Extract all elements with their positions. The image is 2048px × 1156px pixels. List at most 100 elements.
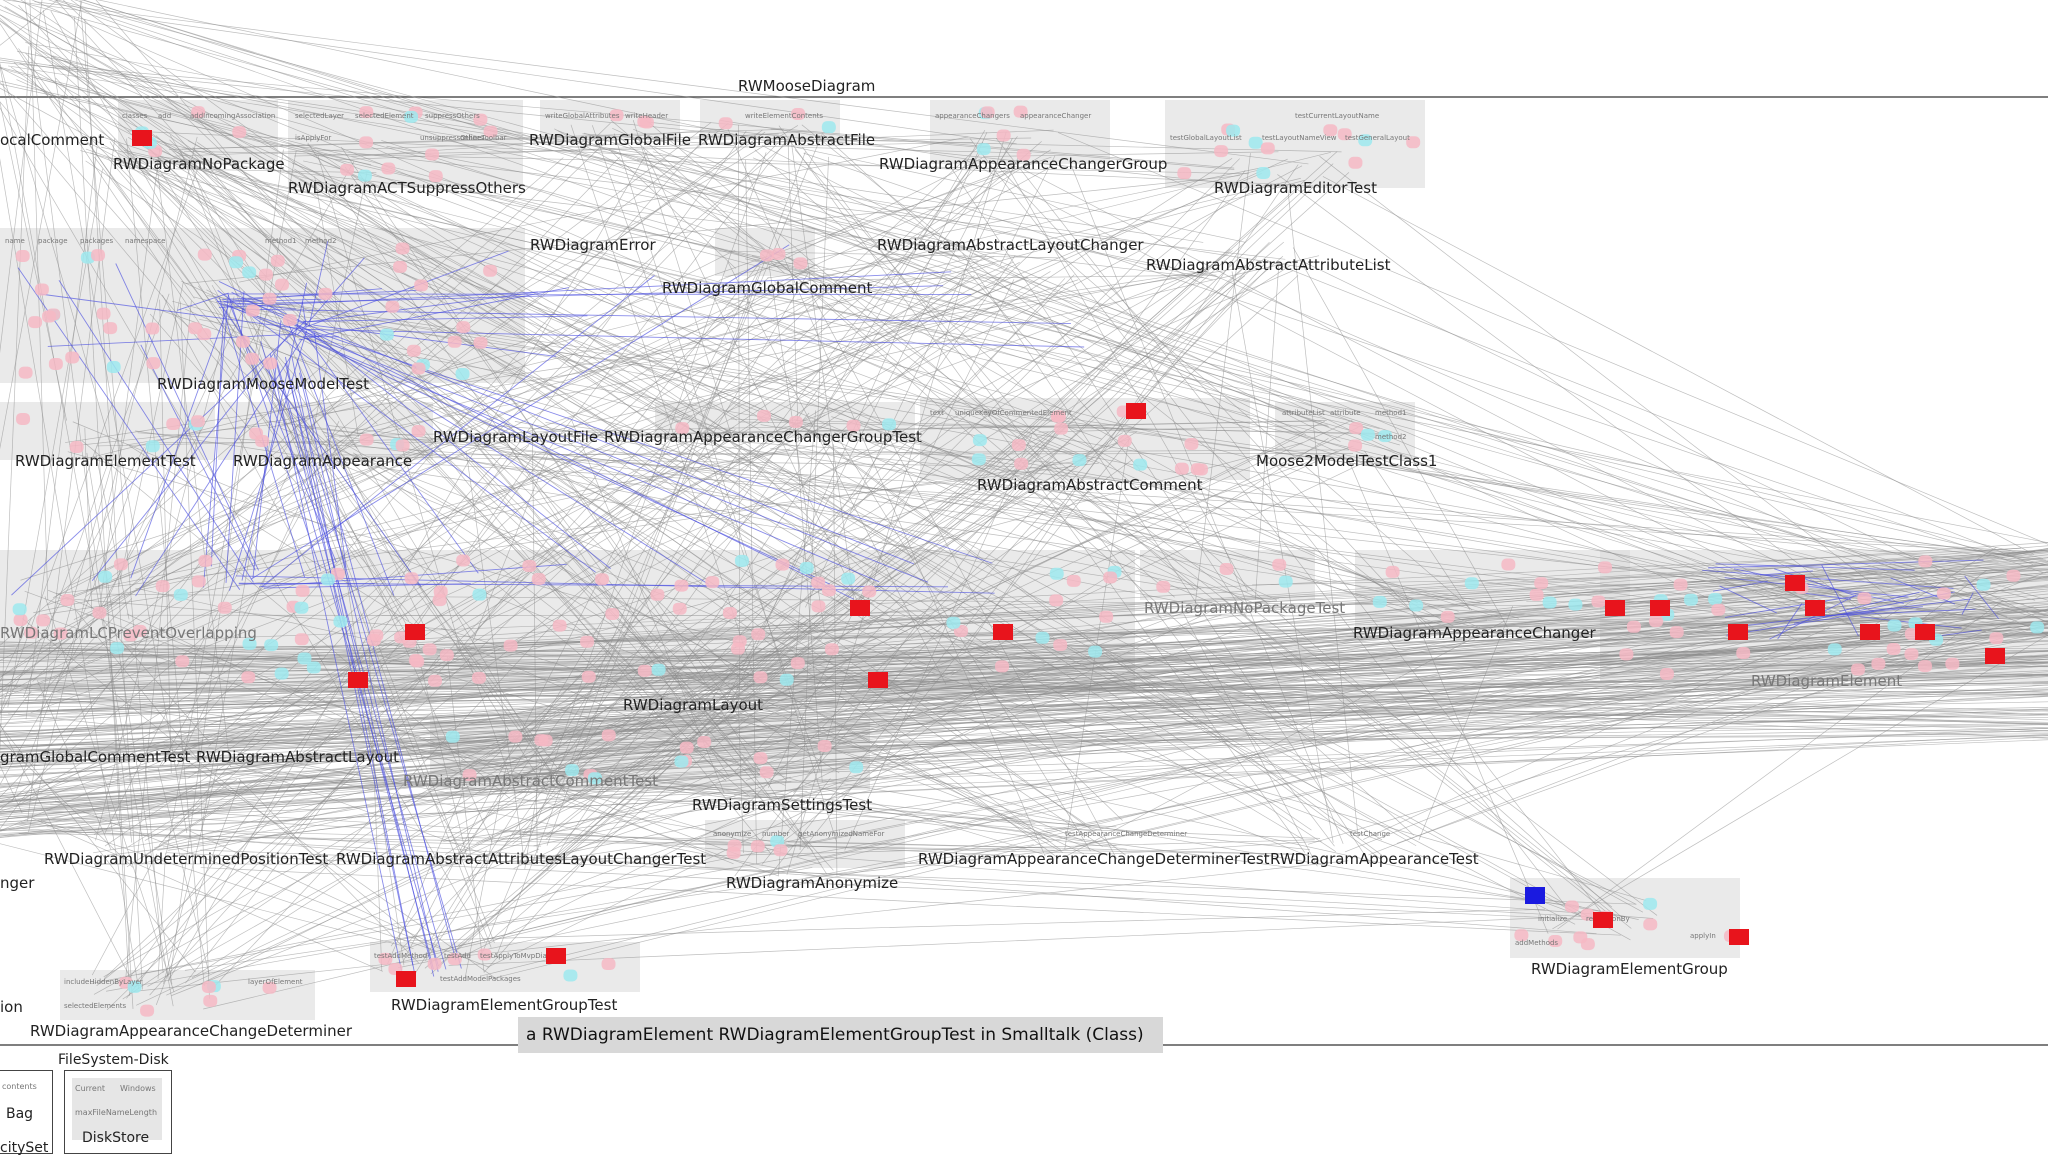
selected-node[interactable]: [1126, 403, 1146, 419]
selected-node[interactable]: [1860, 624, 1880, 640]
method-dot: [97, 308, 111, 320]
class-label[interactable]: ion: [0, 998, 23, 1016]
method-dot: [295, 633, 309, 645]
class-label[interactable]: RWDiagramAppearanceChangeDeterminer: [30, 1022, 353, 1040]
method-label: includeHiddenByLayer: [64, 978, 143, 986]
selected-node[interactable]: [1728, 624, 1748, 640]
method-dot: [156, 580, 170, 592]
selected-node[interactable]: [405, 624, 425, 640]
selected-node[interactable]: [868, 672, 888, 688]
class-label[interactable]: RWDiagramUndeterminedPositionTest: [44, 850, 328, 868]
class-label[interactable]: RWDiagramACTSuppressOthers: [288, 179, 526, 197]
selected-node[interactable]: [1729, 929, 1749, 945]
class-label[interactable]: RWDiagramAbstractAttributesLayoutChanger…: [336, 850, 706, 868]
focus-node[interactable]: [1525, 887, 1545, 904]
class-label-cityset[interactable]: citySet: [0, 1140, 48, 1156]
dependency-edge: [41, 821, 436, 951]
method-dot: [412, 425, 426, 437]
selected-node[interactable]: [1593, 912, 1613, 928]
class-label[interactable]: RWDiagramLayout: [623, 696, 763, 714]
method-dot: [107, 361, 121, 373]
class-label[interactable]: RWDiagramAbstractLayout: [196, 748, 399, 766]
class-label[interactable]: RWDiagramAbstractFile: [698, 131, 875, 149]
class-label[interactable]: RWDiagramAbstractCommentTest: [403, 772, 658, 790]
class-label[interactable]: RWDiagramAbstractComment: [977, 476, 1203, 494]
selected-node[interactable]: [396, 971, 416, 987]
class-label[interactable]: RWDiagramLayoutFile: [433, 428, 598, 446]
method-dot: [448, 336, 462, 348]
method-dot: [1054, 423, 1068, 435]
selected-node[interactable]: [1915, 624, 1935, 640]
method-dot: [673, 603, 687, 615]
selected-node[interactable]: [1985, 648, 2005, 664]
class-label[interactable]: ocalComment: [0, 131, 104, 149]
class-label-bag[interactable]: Bag: [6, 1106, 33, 1122]
class-label[interactable]: RWDiagramElementGroup: [1531, 960, 1728, 978]
method-dot: [297, 652, 311, 664]
method-dot: [563, 969, 577, 981]
method-dot: [1049, 594, 1063, 606]
class-label[interactable]: RWDiagramElement: [1751, 672, 1902, 690]
method-dot: [1348, 440, 1362, 452]
class-label[interactable]: RWDiagramAbstractLayoutChanger: [877, 236, 1144, 254]
class-label[interactable]: RWDiagramAbstractAttributeList: [1146, 256, 1391, 274]
class-label[interactable]: RWDiagramGlobalComment: [662, 279, 873, 297]
method-label: number: [762, 830, 789, 838]
selected-node[interactable]: [850, 600, 870, 616]
method-dot: [456, 321, 470, 333]
class-label[interactable]: RWDiagramAppearanceChangerGroup: [879, 155, 1167, 173]
class-label[interactable]: gramGlobalCommentTest: [0, 748, 190, 766]
selected-node[interactable]: [993, 624, 1013, 640]
class-label[interactable]: RWDiagramLCPreventOverlapping: [0, 624, 257, 642]
method-dot: [638, 665, 652, 677]
method-dot: [1214, 145, 1228, 157]
selected-node[interactable]: [1805, 600, 1825, 616]
class-label[interactable]: RWDiagramError: [530, 236, 656, 254]
class-label[interactable]: RWDiagramNoPackage: [113, 155, 285, 173]
selected-node[interactable]: [132, 130, 152, 146]
method-dot: [1568, 599, 1582, 611]
dependency-edge: [1023, 169, 1882, 616]
class-label[interactable]: Moose2ModelTestClass1: [1256, 452, 1437, 470]
method-label: packages: [80, 237, 114, 245]
class-label[interactable]: RWDiagramAppearanceChangeDeterminerTest: [918, 850, 1270, 868]
method-dot: [771, 248, 785, 260]
method-dot: [602, 729, 616, 741]
class-label[interactable]: RWDiagramNoPackageTest: [1144, 599, 1345, 617]
class-label[interactable]: RWDiagramAppearance: [233, 452, 412, 470]
method-dot: [697, 736, 711, 748]
selected-node[interactable]: [348, 672, 368, 688]
class-label[interactable]: RWDiagramAppearanceChangerGroupTest: [604, 428, 922, 446]
method-dot: [1012, 439, 1026, 451]
hover-tooltip: a RWDiagramElement RWDiagramElementGroup…: [518, 1017, 1163, 1053]
method-dot: [174, 589, 188, 601]
method-dot: [841, 573, 855, 585]
class-label[interactable]: RWDiagramSettingsTest: [692, 796, 872, 814]
class-label-diskstore[interactable]: DiskStore: [82, 1130, 149, 1146]
selected-node[interactable]: [1650, 600, 1670, 616]
method-label: selectedLayer: [295, 112, 344, 120]
method-dot: [1261, 142, 1275, 154]
method-dot: [582, 671, 596, 683]
method-dot: [1887, 643, 1901, 655]
class-label[interactable]: RWDiagramAppearanceChanger: [1353, 624, 1597, 642]
class-label[interactable]: RWDiagramMooseModelTest: [157, 375, 369, 393]
method-label: addMethods: [1515, 939, 1558, 947]
method-dot: [236, 336, 250, 348]
method-dot: [42, 310, 56, 322]
class-label[interactable]: RWDiagramGlobalFile: [529, 131, 691, 149]
class-label[interactable]: RWDiagramElementTest: [15, 452, 196, 470]
class-label[interactable]: RWDiagramAppearanceTest: [1270, 850, 1479, 868]
class-label[interactable]: nger: [0, 874, 35, 892]
selected-node[interactable]: [1785, 575, 1805, 591]
class-label[interactable]: RWDiagramEditorTest: [1214, 179, 1377, 197]
class-label[interactable]: RWDiagramAnonymize: [726, 874, 898, 892]
selected-node[interactable]: [546, 948, 566, 964]
selected-node[interactable]: [1605, 600, 1625, 616]
method-dot: [175, 655, 189, 667]
method-label: classes: [122, 112, 148, 120]
method-label: Windows: [120, 1084, 156, 1093]
class-label[interactable]: RWDiagramElementGroupTest: [391, 996, 617, 1014]
method-dot: [723, 607, 737, 619]
